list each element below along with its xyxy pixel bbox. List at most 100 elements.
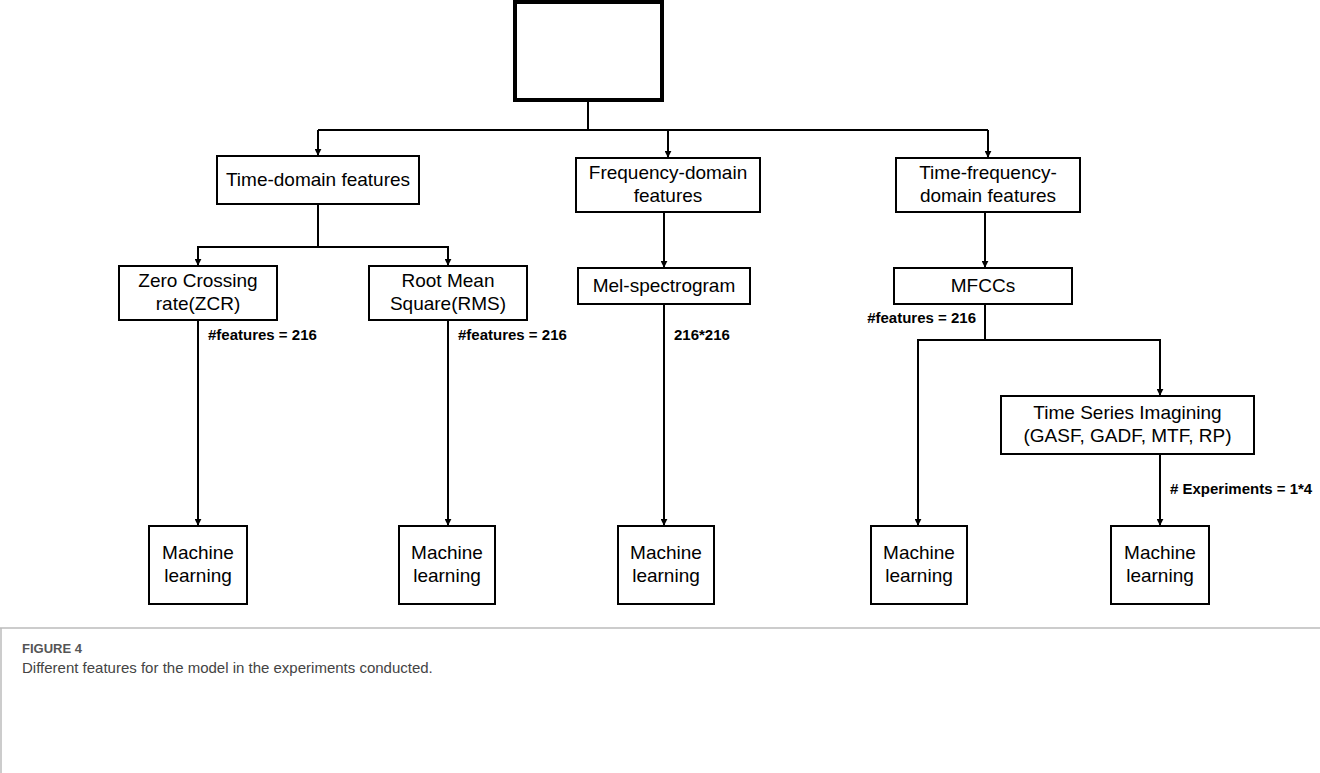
- caption-rule: [0, 628, 2, 773]
- category-box: Time-domain features: [216, 155, 420, 205]
- waveform-stroke: [622, 35, 623, 68]
- waveform-stroke: [565, 19, 566, 83]
- waveform-stroke: [534, 31, 535, 72]
- waveform-stroke: [595, 24, 596, 79]
- waveform-stroke: [573, 34, 574, 68]
- connector-arrow: [198, 205, 318, 265]
- waveform-stroke: [582, 44, 583, 58]
- edge-label: #features = 216: [456, 326, 569, 343]
- waveform-stroke: [558, 37, 559, 66]
- waveform-stroke: [615, 45, 616, 56]
- waveform-stroke: [564, 28, 565, 74]
- waveform-stroke: [531, 29, 532, 74]
- box-label: Machine learning: [625, 542, 707, 588]
- edge-label: #features = 216: [865, 309, 978, 326]
- waveform-stroke: [568, 21, 569, 82]
- edge-label: 216*216: [672, 326, 732, 343]
- model-box: Machine learning: [398, 525, 496, 605]
- branch-arrow: [317, 130, 319, 155]
- waveform-stroke: [610, 46, 611, 57]
- box-label: MFCCs: [951, 275, 1015, 298]
- waveform-stroke: [529, 31, 530, 71]
- waveform-stroke: [537, 29, 538, 73]
- waveform-stroke: [526, 41, 527, 60]
- trunk-line: [587, 102, 589, 130]
- feature-box: Zero Crossing rate(ZCR): [118, 265, 278, 321]
- waveform-stroke: [570, 31, 571, 72]
- waveform-stroke: [603, 37, 604, 64]
- waveform-stroke: [589, 33, 590, 69]
- waveform-stroke: [613, 45, 614, 56]
- waveform-stroke: [639, 44, 640, 58]
- box-label: Time Series Imagining (GASF, GADF, MTF, …: [1008, 402, 1247, 448]
- waveform-stroke: [631, 29, 632, 74]
- waveform-stroke: [618, 40, 619, 61]
- waveform-stroke: [633, 29, 634, 74]
- waveform-stroke: [586, 42, 587, 59]
- waveform-stroke: [594, 29, 595, 74]
- waveform-stroke: [642, 44, 643, 58]
- caption-rule: [0, 627, 1320, 629]
- waveform-stroke: [549, 46, 550, 56]
- waveform-stroke: [637, 44, 638, 58]
- waveform-stroke: [525, 42, 526, 59]
- waveform-stroke: [547, 45, 548, 56]
- box-label: Machine learning: [878, 542, 960, 588]
- waveform-stroke: [580, 44, 581, 57]
- waveform-stroke: [591, 31, 592, 72]
- waveform-stroke: [651, 35, 652, 67]
- box-label: Machine learning: [156, 542, 240, 588]
- box-label: Zero Crossing rate(ZCR): [126, 270, 270, 316]
- waveform-stroke: [621, 34, 622, 68]
- connector-arrow: [984, 213, 986, 267]
- edge-label: #features = 216: [206, 326, 319, 343]
- waveform-stroke: [634, 33, 635, 69]
- waveform-stroke: [576, 41, 577, 61]
- waveform-stroke: [649, 36, 650, 66]
- waveform-stroke: [550, 45, 551, 56]
- connector-arrow: [318, 205, 448, 265]
- process-box: Time Series Imagining (GASF, GADF, MTF, …: [1000, 395, 1255, 455]
- waveform-stroke: [616, 44, 617, 59]
- waveform-stroke: [612, 46, 613, 57]
- model-box: Machine learning: [617, 525, 715, 605]
- box-label: Machine learning: [1118, 542, 1202, 588]
- connector-arrow: [918, 305, 985, 525]
- waveform-stroke: [553, 44, 554, 58]
- model-box: Machine learning: [148, 525, 248, 605]
- box-label: Mel-spectrogram: [593, 275, 736, 298]
- waveform-stroke: [535, 28, 536, 74]
- waveform-stroke: [600, 33, 601, 69]
- waveform-frame: [515, 2, 662, 100]
- figure-caption: Different features for the model in the …: [22, 659, 433, 676]
- waveform-stroke: [574, 37, 575, 65]
- waveform-stroke: [597, 23, 598, 78]
- waveform-stroke: [640, 44, 641, 58]
- waveform-stroke: [532, 29, 533, 72]
- waveform-stroke: [604, 41, 605, 62]
- waveform-stroke: [609, 46, 610, 57]
- waveform-illustration: [524, 16, 653, 86]
- waveform-stroke: [528, 36, 529, 66]
- waveform-stroke: [643, 45, 644, 58]
- feature-box: Root Mean Square(RMS): [368, 265, 528, 321]
- waveform-stroke: [636, 39, 637, 63]
- waveform-stroke: [601, 35, 602, 67]
- box-label: Frequency-domain features: [583, 162, 753, 208]
- waveform-stroke: [598, 27, 599, 74]
- category-box: Frequency-domain features: [575, 157, 761, 213]
- waveform-stroke: [541, 39, 542, 64]
- connector-arrow: [447, 321, 449, 525]
- trunk-line: [318, 129, 988, 131]
- waveform-stroke: [588, 38, 589, 65]
- waveform-stroke: [538, 32, 539, 69]
- waveform-stroke: [571, 34, 572, 67]
- branch-arrow: [987, 130, 989, 157]
- waveform-stroke: [607, 45, 608, 57]
- waveform-stroke: [646, 43, 647, 58]
- edge-label: # Experiments = 1*4: [1168, 480, 1314, 497]
- waveform-stroke: [606, 43, 607, 59]
- waveform-stroke: [546, 44, 547, 58]
